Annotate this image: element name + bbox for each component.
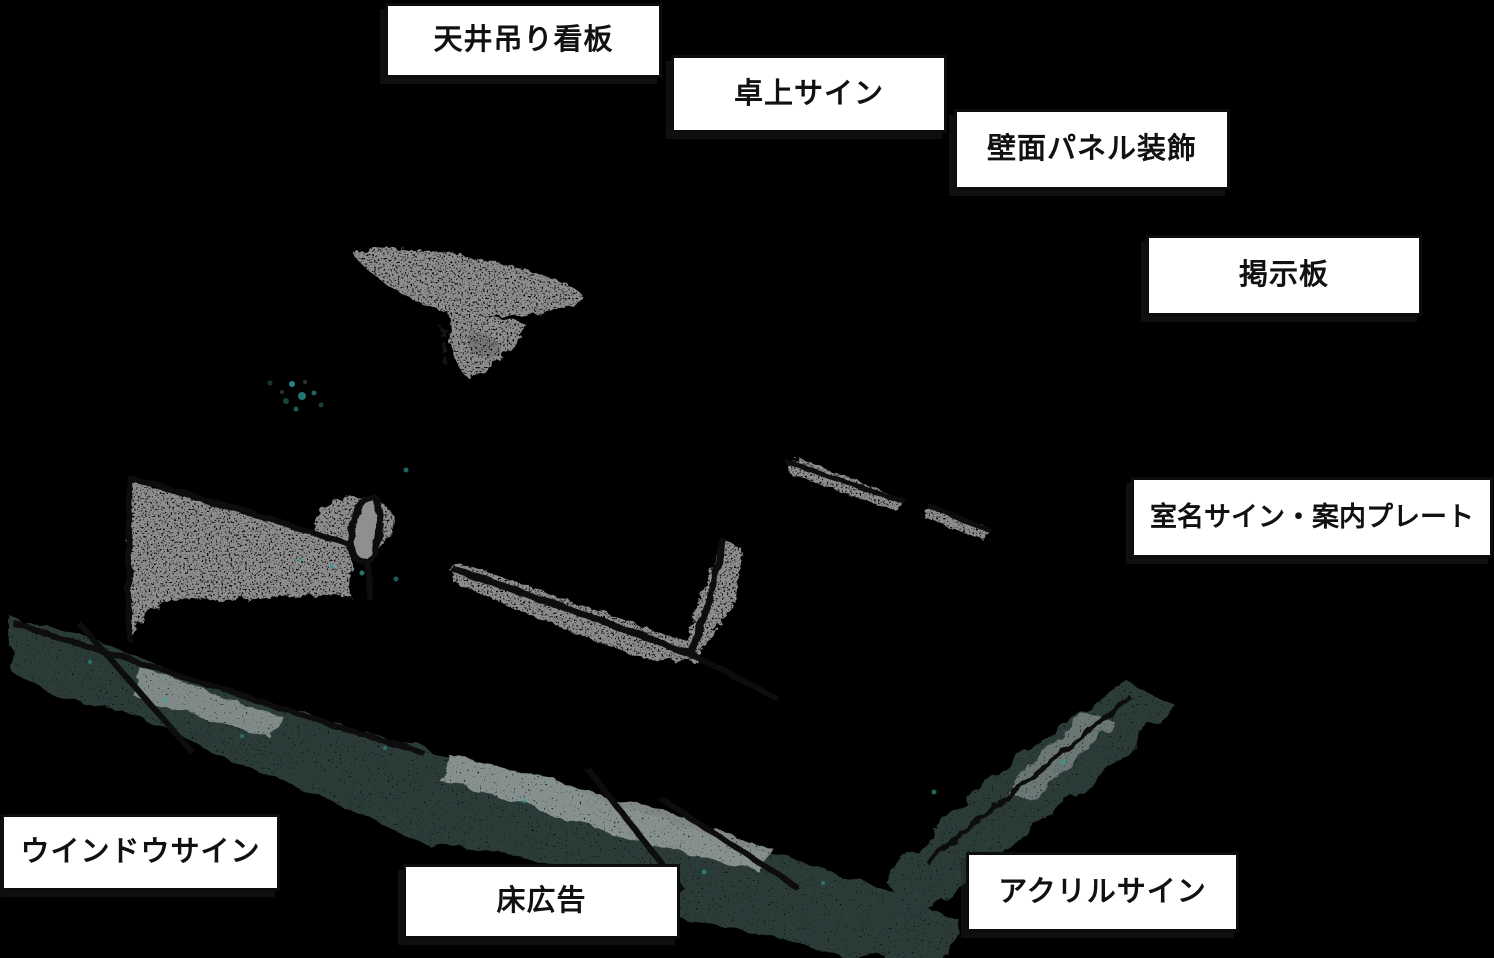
- label-window-sign: ウインドウサイン: [1, 814, 280, 891]
- reception-counter-sketch: [126, 467, 409, 641]
- ceiling-sign-sketch: [352, 248, 584, 380]
- plant-accent-specks: [267, 380, 324, 412]
- label-bulletin-board: 掲示板: [1146, 235, 1422, 316]
- window-frame-lines: [13, 620, 1133, 893]
- window-glass-band: [10, 618, 1176, 958]
- desk-sketch: [450, 537, 780, 702]
- floor-ad-highlight: [438, 752, 772, 872]
- label-room-name-sign-guide-plate: 室名サイン・案内プレート: [1131, 477, 1493, 558]
- label-tabletop-sign: 卓上サイン: [671, 55, 947, 133]
- label-ceiling-hanging-sign: 天井吊り看板: [385, 3, 662, 78]
- label-floor-ad: 床広告: [403, 864, 680, 939]
- wall-plate-sketch: [784, 458, 991, 540]
- label-wall-panel-decoration: 壁面パネル装飾: [954, 109, 1230, 190]
- label-acrylic-sign: アクリルサイン: [966, 852, 1239, 932]
